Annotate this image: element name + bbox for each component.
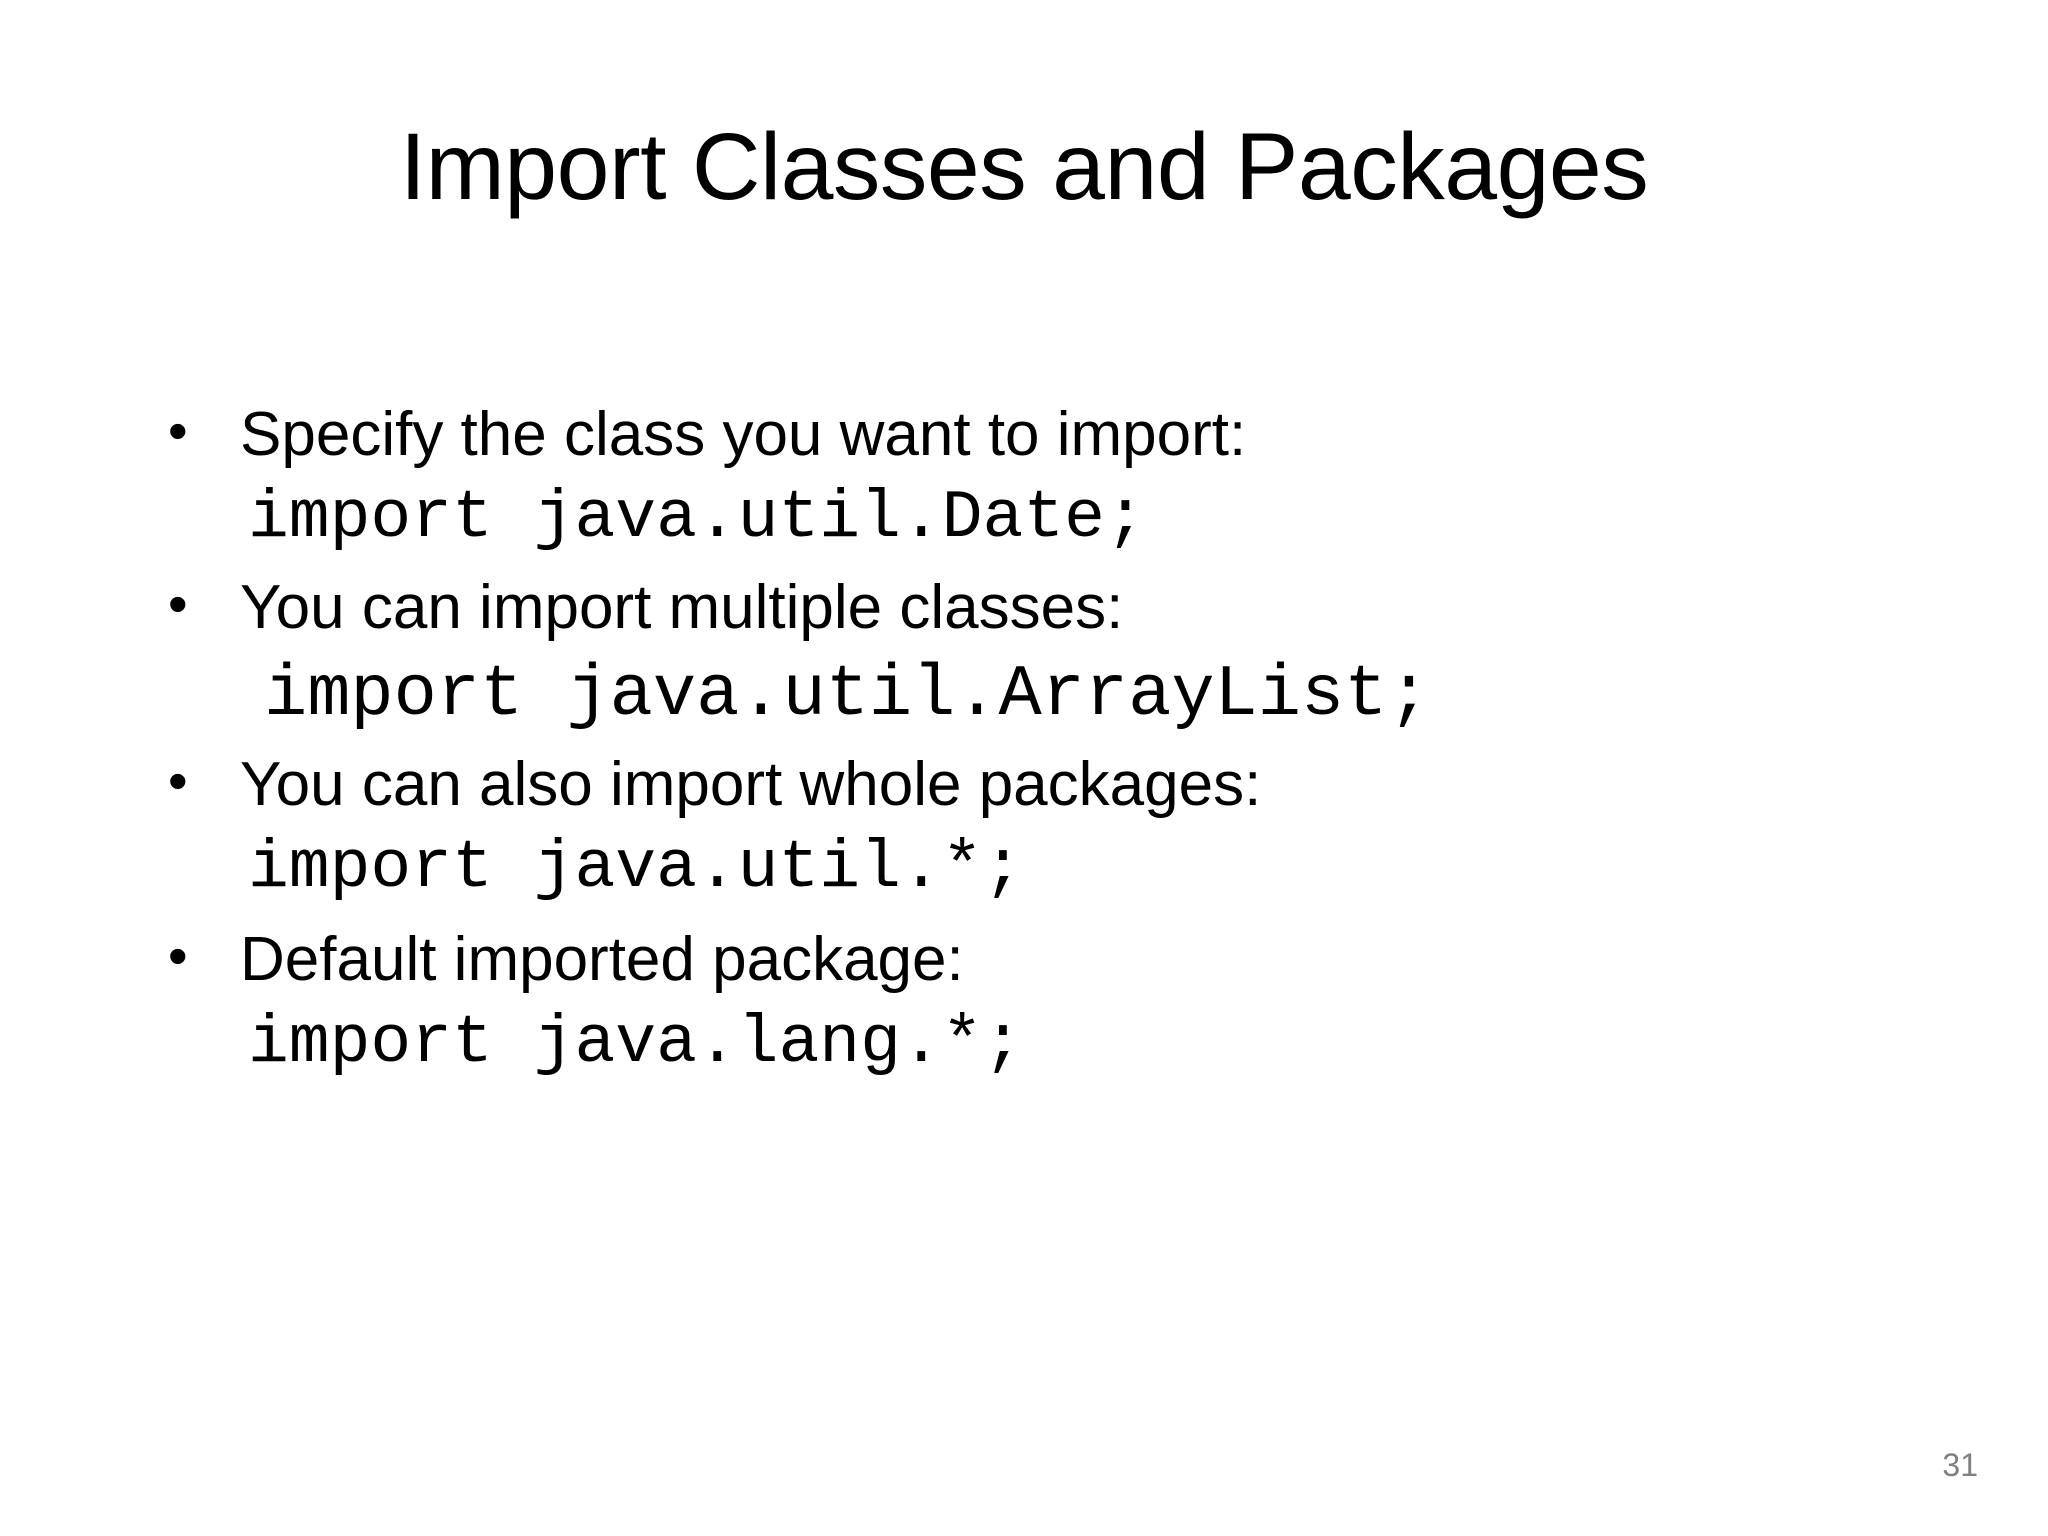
list-item: • You can import multiple classes:: [168, 571, 1928, 644]
list-item: • Default imported package:: [168, 923, 1928, 996]
page-title: Import Classes and Packages: [399, 114, 1649, 220]
page-number: 31: [1942, 1447, 1978, 1483]
bullet-group: • You can import multiple classes: impor…: [168, 571, 1928, 737]
bullet-point-icon: •: [168, 572, 188, 636]
bullet-text: You can import multiple classes:: [240, 573, 1124, 643]
bullet-group: • Specify the class you want to import: …: [168, 398, 1928, 559]
code-snippet: import java.lang.*;: [248, 1005, 1024, 1083]
bullet-text: Specify the class you want to import:: [240, 400, 1247, 469]
bullet-point-icon: •: [168, 923, 188, 987]
list-item: • Specify the class you want to import:: [168, 398, 1928, 471]
bullet-group: • You can also import whole packages: im…: [168, 748, 1928, 909]
code-snippet: import java.util.Date;: [248, 480, 1146, 558]
bullet-point-icon: •: [168, 399, 188, 462]
slide-body: • Specify the class you want to import: …: [168, 398, 1928, 1084]
code-snippet: import java.util.*;: [248, 829, 1024, 907]
bullet-text: Default imported package:: [240, 924, 964, 994]
list-item: • You can also import whole packages:: [168, 748, 1928, 821]
code-snippet: import java.util.ArrayList;: [264, 653, 1431, 736]
bullet-text: You can also import whole packages:: [240, 749, 1262, 819]
bullet-group: • Default imported package: import java.…: [168, 923, 1928, 1084]
bullet-point-icon: •: [168, 748, 188, 812]
